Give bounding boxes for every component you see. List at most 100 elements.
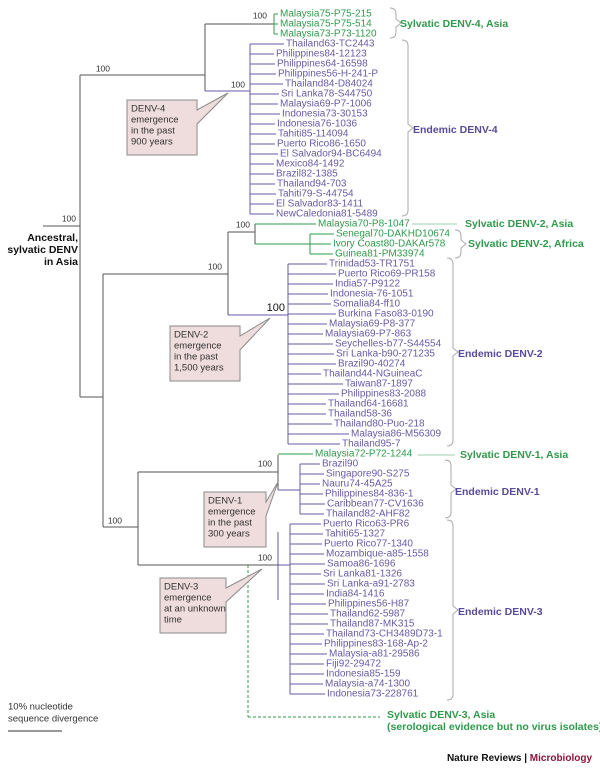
taxon-label: Guinea81-PM33974 [335, 249, 425, 260]
footer-credit: Nature Reviews | Microbiology [447, 753, 593, 764]
taxon-label: Thailand94-703 [277, 179, 347, 190]
taxon-label: Thailand58-36 [328, 409, 392, 420]
clade-label: Endemic DENV-4 [413, 124, 498, 136]
taxon-label: Philippines56-H87 [328, 599, 410, 610]
callout-text: in the past [174, 352, 218, 363]
taxon-label: Trinidad53-TR1751 [329, 259, 415, 270]
taxon-label: Philippines84-836-1 [325, 489, 414, 500]
taxon-label: Puerto Rico77-1340 [324, 539, 413, 550]
taxon-label: Somalia84-ff10 [333, 299, 401, 310]
taxon-label: Mexico84-1492 [276, 159, 345, 170]
callout-box [203, 481, 279, 548]
clade-label: (serological evidence but no virus isola… [387, 721, 600, 733]
taxon-label: Malaysia72-P72-1244 [315, 449, 413, 460]
taxon-label: Singapore90-S275 [326, 469, 410, 480]
bootstrap-value: 100 [208, 261, 222, 271]
callout-text: in the past [208, 518, 252, 529]
clade-bracket [389, 7, 402, 39]
bootstrap-value: 100 [236, 219, 250, 229]
root-label: sylvatic DENV [7, 244, 78, 256]
taxon-label: Thailand82-AHF82 [326, 509, 410, 520]
callout-text: DENV-1 [208, 496, 242, 507]
taxon-label: Tahiti79-S-44754 [278, 189, 354, 200]
callout-text: emergence [174, 341, 222, 352]
callout-box [159, 568, 263, 634]
bootstrap-value: 100 [258, 458, 272, 468]
taxon-label: Indonesia73-30153 [282, 109, 368, 120]
taxon-label: Puerto Rico86-1650 [277, 139, 366, 150]
bootstrap-value: 100 [96, 63, 110, 73]
taxon-label: Indonesia73-228761 [327, 689, 419, 700]
taxon-label: Thailand63-TC2443 [286, 39, 375, 50]
callout-box [126, 92, 229, 156]
taxon-label: Malaysia69-P7-863 [325, 329, 412, 340]
callout-text: emergence [164, 593, 212, 604]
taxon-label: Brazil82-1385 [276, 169, 338, 180]
clade-label: Sylvatic DENV-2, Asia [465, 218, 573, 230]
taxon-label: NewCaledonia81-5489 [276, 209, 378, 220]
taxon-label: India57-P9122 [335, 279, 400, 290]
callout-text: 900 years [131, 137, 173, 148]
taxon-label: Nauru74-45A25 [322, 479, 393, 490]
taxon-label: Malaysia73-P73-1120 [280, 29, 377, 40]
taxon-label: Thailand80-Puo-218 [334, 419, 425, 430]
taxon-label: Sri Lanka-b90-271235 [336, 349, 435, 360]
clade-label: Sylvatic DENV-1, Asia [460, 449, 568, 461]
clade-label: Sylvatic DENV-3, Asia [387, 709, 495, 721]
taxon-label: Taiwan87-1897 [345, 379, 413, 390]
callout-text: DENV-3 [164, 582, 198, 593]
clade-bracket [454, 229, 467, 259]
taxon-label: Caribbean77-CV1636 [327, 499, 424, 510]
taxon-label: Thailand62-5987 [330, 609, 405, 620]
taxon-label: Samoa86-1696 [327, 559, 396, 570]
taxon-label: Malaysia69-P7-1006 [280, 99, 372, 110]
scale-bar-label: sequence divergence [8, 714, 98, 725]
taxon-label: Ivory Coast80-DAKAr578 [333, 239, 446, 250]
taxon-label: El Salvador94-BC6494 [280, 149, 382, 160]
clade-label: Endemic DENV-3 [458, 606, 543, 618]
journal-name: Nature Reviews [447, 753, 522, 764]
root-label: in Asia [44, 256, 78, 268]
bootstrap-value: 100 [108, 515, 122, 525]
callout-text: 300 years [208, 529, 250, 540]
clade-bracket [444, 459, 457, 519]
taxon-label: Malaysia-a81-29586 [329, 649, 420, 660]
taxon-label: Indonesia-76-1051 [330, 289, 414, 300]
taxon-label: Malaysia75-P75-514 [280, 19, 372, 30]
taxon-label: Indonesia76-1036 [277, 119, 358, 130]
clade-label: Sylvatic DENV-4, Asia [400, 18, 508, 30]
clade-label: Sylvatic DENV-2, Africa [468, 238, 584, 250]
callout-text: in the past [131, 126, 175, 137]
taxon-label: Thailand73-CH3489D73-1 [326, 629, 443, 640]
clade-label: Endemic DENV-1 [455, 486, 540, 498]
callout-text: 1,500 years [174, 363, 224, 374]
taxon-label: El Salvador83-1411 [276, 199, 364, 210]
callout-text: at an unknown [164, 604, 226, 615]
callout-text: DENV-2 [174, 330, 208, 341]
taxon-label: Mozambique-a85-1558 [326, 549, 429, 560]
taxon-label: Sri Lanka81-1326 [323, 569, 402, 580]
taxon-label: Fiji92-29472 [326, 659, 381, 670]
taxon-label: Burkina Faso83-0190 [338, 309, 434, 320]
taxon-label: Malaysia86-M56309 [351, 429, 441, 440]
callout-text: time [164, 615, 182, 626]
taxon-label: Philippines83-168-Ap-2 [324, 639, 428, 650]
taxon-label: Malaysia75-P75-215 [280, 9, 372, 20]
bootstrap-value: 100 [231, 79, 245, 89]
taxon-label: Thailand87-MK315 [330, 619, 415, 630]
scale-bar-label: 10% nucleotide [8, 702, 73, 713]
bootstrap-value: 100 [267, 302, 285, 314]
taxon-label: Philippines83-2088 [341, 389, 427, 400]
callout-box [169, 317, 271, 382]
taxon-label: Tahiti85-114094 [278, 129, 349, 140]
taxon-label: Puerto Rico63-PR6 [323, 519, 410, 530]
taxon-label: Seychelles-b77-S44554 [335, 339, 442, 350]
taxon-label: Malaysia70-P8-1047 [318, 219, 410, 230]
root-label: Ancestral, [27, 232, 78, 244]
taxon-label: Thailand44-NGuineaC [323, 369, 423, 380]
taxon-label: Philippines56-H-241-P [278, 69, 378, 80]
bootstrap-value: 100 [62, 213, 76, 223]
taxon-label: Philippines84-12123 [276, 49, 367, 60]
taxon-label: Thailand84-D84024 [285, 79, 373, 90]
